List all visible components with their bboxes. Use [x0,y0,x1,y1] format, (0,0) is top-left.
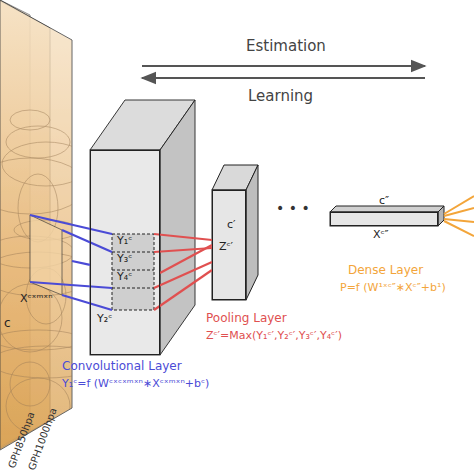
layer-label: c [4,317,11,331]
flow-label: Estimation [246,38,326,55]
layer-label: c″ [379,195,389,208]
layer-label: Xᶜˣᵐˣⁿ [20,293,53,306]
input-maps: Xᶜˣᵐˣⁿc [0,45,72,405]
equation: P=f (W¹ˣᶜ″∗Xᶜ″+b¹) [340,282,446,295]
ellipsis: • • • [276,200,310,216]
connector [160,245,212,273]
equation: Zᶜ′=Max(Y₁ᶜ′,Y₂ᶜ′,Y₃ᶜ′,Y₄ᶜ′) [206,330,342,343]
filter-lines [30,215,212,310]
conv-block [90,100,195,355]
connector [72,261,90,265]
dense-bar [330,206,444,226]
flow-arrows [142,66,425,78]
layer-label: Zᶜ′ [219,241,233,254]
equation: Y₁ᶜ=f (Wᶜˣᶜˣᵐˣⁿ∗Xᶜˣᵐˣⁿ+bᶜ) [62,378,209,391]
layer-label: Y₂ᶜ [97,313,112,326]
dense-layer: c″Xᶜ″ [330,212,438,226]
layer-label: Y₃ᶜ [117,253,132,266]
flow-label: Learning [248,88,313,105]
layer-name: Convolutional Layer [62,360,182,374]
layer-label: c′ [227,219,236,232]
layer-name: Dense Layer [348,264,423,278]
conv-layer: Y₁ᶜY₃ᶜY₄ᶜY₂ᶜ [90,150,160,355]
output-lines [444,196,474,236]
layer-label: Xᶜ″ [373,229,389,242]
pool-block [212,165,258,300]
pool-layer: c′ Zᶜ′ [212,190,246,300]
layer-name: Pooling Layer [206,312,287,326]
input-maps [0,0,102,470]
layer-label: Y₁ᶜ [117,235,132,248]
layer-label: Y₄ᶜ [117,271,132,284]
